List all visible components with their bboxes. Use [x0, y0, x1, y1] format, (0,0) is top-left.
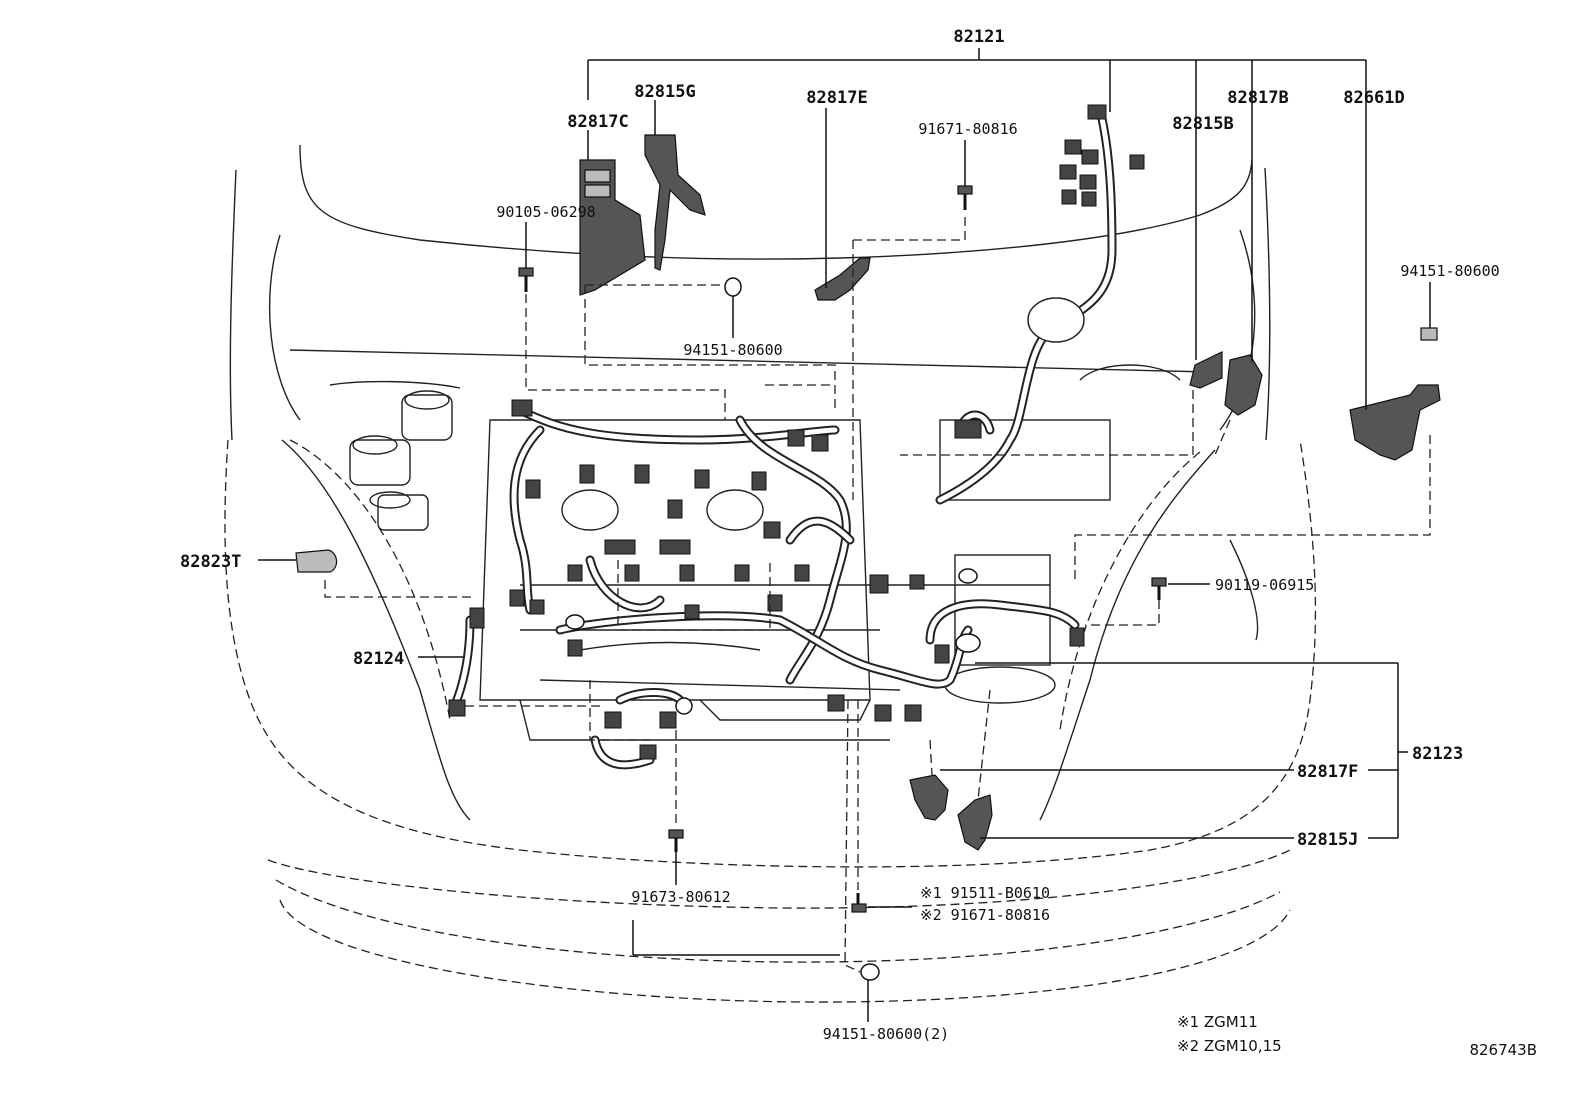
bracket-82817B: [1224, 354, 1263, 416]
bolt-91511-B0610-icon: [851, 893, 867, 913]
label-82817F: 82817F: [1297, 762, 1358, 782]
label-82123: 82123: [1412, 744, 1463, 764]
bracket-82817E: [814, 257, 871, 301]
bracket-82661D: [1349, 384, 1441, 461]
harness-connectors: [448, 399, 1085, 760]
wire-harness: [450, 105, 1117, 770]
label-90119-06915: 90119-06915: [1215, 576, 1314, 594]
label-90105-06298: 90105-06298: [496, 203, 595, 221]
label-82124: 82124: [353, 649, 404, 669]
bolt-90119-06915-icon: [1151, 577, 1167, 600]
bolts-and-clips: [518, 185, 1438, 981]
clamp-82815G: [644, 134, 706, 271]
label-82823T: 82823T: [180, 552, 241, 572]
vehicle-body-outline: [224, 144, 1317, 1003]
label-82815J: 82815J: [1297, 830, 1358, 850]
bolt-91671-80816-top-icon: [957, 185, 973, 210]
bracket-82817C: [579, 159, 646, 296]
leader-lines: [258, 48, 1431, 1022]
part-labels: 82121 82815G 82817E 82817C 91671-80816 8…: [180, 27, 1500, 1043]
label-94151-80600-right: 94151-80600: [1400, 262, 1499, 280]
label-82817B: 82817B: [1227, 88, 1288, 108]
clip-94151-80600-bottom-icon: [860, 963, 880, 981]
label-91673-80612: 91673-80612: [631, 888, 730, 906]
label-94151-80600-center: 94151-80600: [683, 341, 782, 359]
legend-note-1: ※1 ZGM11: [1177, 1013, 1258, 1031]
bracket-82815B: [1189, 351, 1223, 389]
figure-id: 826743B: [1469, 1041, 1537, 1059]
connector-cluster-top: [1059, 104, 1145, 207]
label-91671-80816-note: ※2 91671-80816: [920, 906, 1050, 924]
engine-block: [349, 364, 1181, 741]
bolt-91673-80612-icon: [668, 829, 684, 852]
label-82817C: 82817C: [567, 112, 628, 132]
clip-94151-80600-right-icon: [1420, 327, 1438, 341]
bracket-82815J: [957, 794, 993, 851]
label-91511-B0610-note: ※1 91511-B0610: [920, 884, 1050, 902]
label-94151-80600-bottom: 94151-80600(2): [823, 1025, 949, 1043]
bolt-90105-06298-icon: [518, 267, 534, 292]
label-82815G: 82815G: [634, 82, 695, 102]
label-82121: 82121: [953, 27, 1004, 47]
bracket-82817F: [909, 774, 949, 821]
legend-note-2: ※2 ZGM10,15: [1177, 1037, 1282, 1055]
label-91671-80816-top: 91671-80816: [918, 120, 1017, 138]
clip-94151-80600-center-icon: [724, 277, 742, 297]
label-82661D: 82661D: [1343, 88, 1404, 108]
label-82815B: 82815B: [1172, 114, 1233, 134]
legend: ※1 ZGM11 ※2 ZGM10,15: [1177, 1013, 1282, 1055]
label-82817E: 82817E: [806, 88, 867, 108]
installation-dashed-lines: [324, 212, 1431, 973]
grommet-82823T: [295, 549, 338, 573]
